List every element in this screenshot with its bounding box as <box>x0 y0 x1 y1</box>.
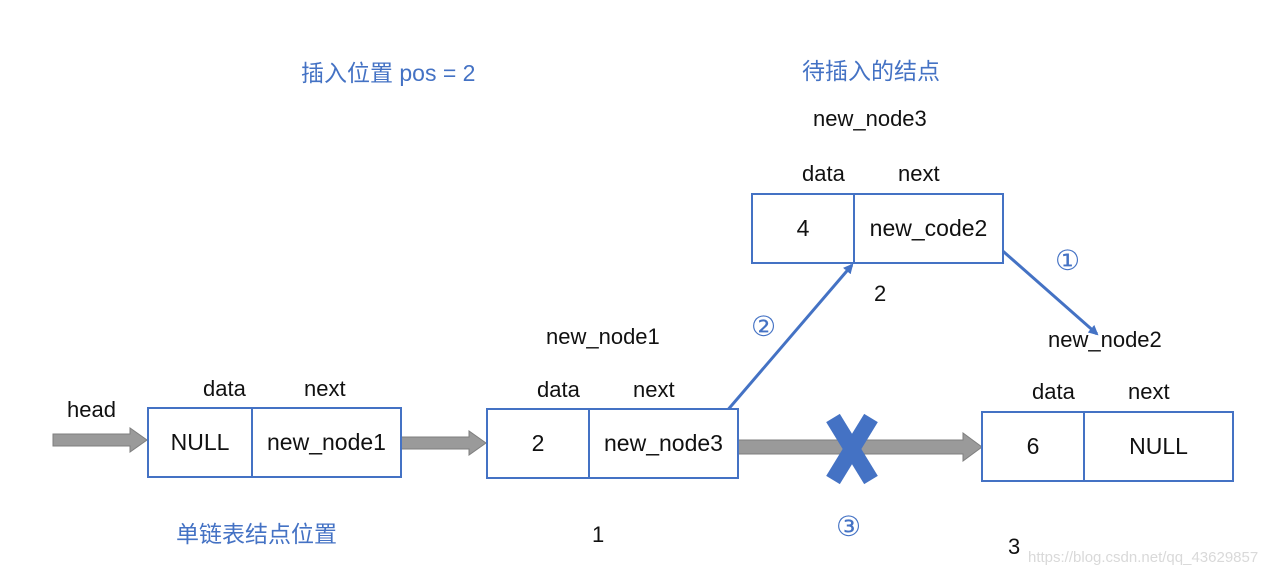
node1-next-label: next <box>633 377 675 402</box>
head-node-data-cell: NULL <box>147 407 253 478</box>
node3-data-label: data <box>802 161 845 186</box>
head-node-next-value: new_node1 <box>267 429 386 455</box>
list-positions-title: 单链表结点位置 <box>176 521 337 547</box>
node3-name: new_node3 <box>813 106 927 131</box>
node1-data-label: data <box>537 377 580 402</box>
node1-data-value: 2 <box>531 430 545 456</box>
node1-data-cell: 2 <box>486 408 590 479</box>
node3-data-cell: 4 <box>751 193 855 264</box>
node1-position: 1 <box>592 522 605 547</box>
node3-data-value: 4 <box>796 215 810 241</box>
node1-name: new_node1 <box>546 324 660 349</box>
node-to-insert-title: 待插入的结点 <box>802 58 940 84</box>
head-node-to-node1-arrow <box>391 430 487 456</box>
node2-next-value: NULL <box>1129 433 1188 459</box>
step3-marker: ③ <box>836 511 862 542</box>
node3-next-cell: new_code2 <box>853 193 1004 264</box>
watermark: https://blog.csdn.net/qq_43629857 <box>1028 549 1259 566</box>
step2-arrow <box>712 263 854 427</box>
head-label: head <box>67 397 116 422</box>
node1-next-cell: new_node3 <box>588 408 739 479</box>
node2-data-cell: 6 <box>981 411 1085 482</box>
cross-icon <box>826 413 878 485</box>
step1-marker: ① <box>1055 245 1081 276</box>
step1-arrow <box>987 236 1099 336</box>
node2-name: new_node2 <box>1048 327 1162 352</box>
head-node-data-label: data <box>203 376 246 401</box>
step2-marker: ② <box>751 311 777 342</box>
head-node-next-cell: new_node1 <box>251 407 402 478</box>
node2-data-value: 6 <box>1026 433 1040 459</box>
head-node-next-label: next <box>304 376 346 401</box>
head-arrow <box>52 427 148 453</box>
node1-next-value: new_node3 <box>604 430 723 456</box>
node3-position: 2 <box>874 281 887 306</box>
head-node-data-value: NULL <box>170 429 230 455</box>
insert-position-title: 插入位置 pos = 2 <box>301 60 476 86</box>
node2-position: 3 <box>1008 534 1021 559</box>
node2-next-label: next <box>1128 379 1170 404</box>
node2-data-label: data <box>1032 379 1075 404</box>
node3-next-label: next <box>898 161 940 186</box>
node2-next-cell: NULL <box>1083 411 1234 482</box>
node3-next-value: new_code2 <box>869 215 988 241</box>
